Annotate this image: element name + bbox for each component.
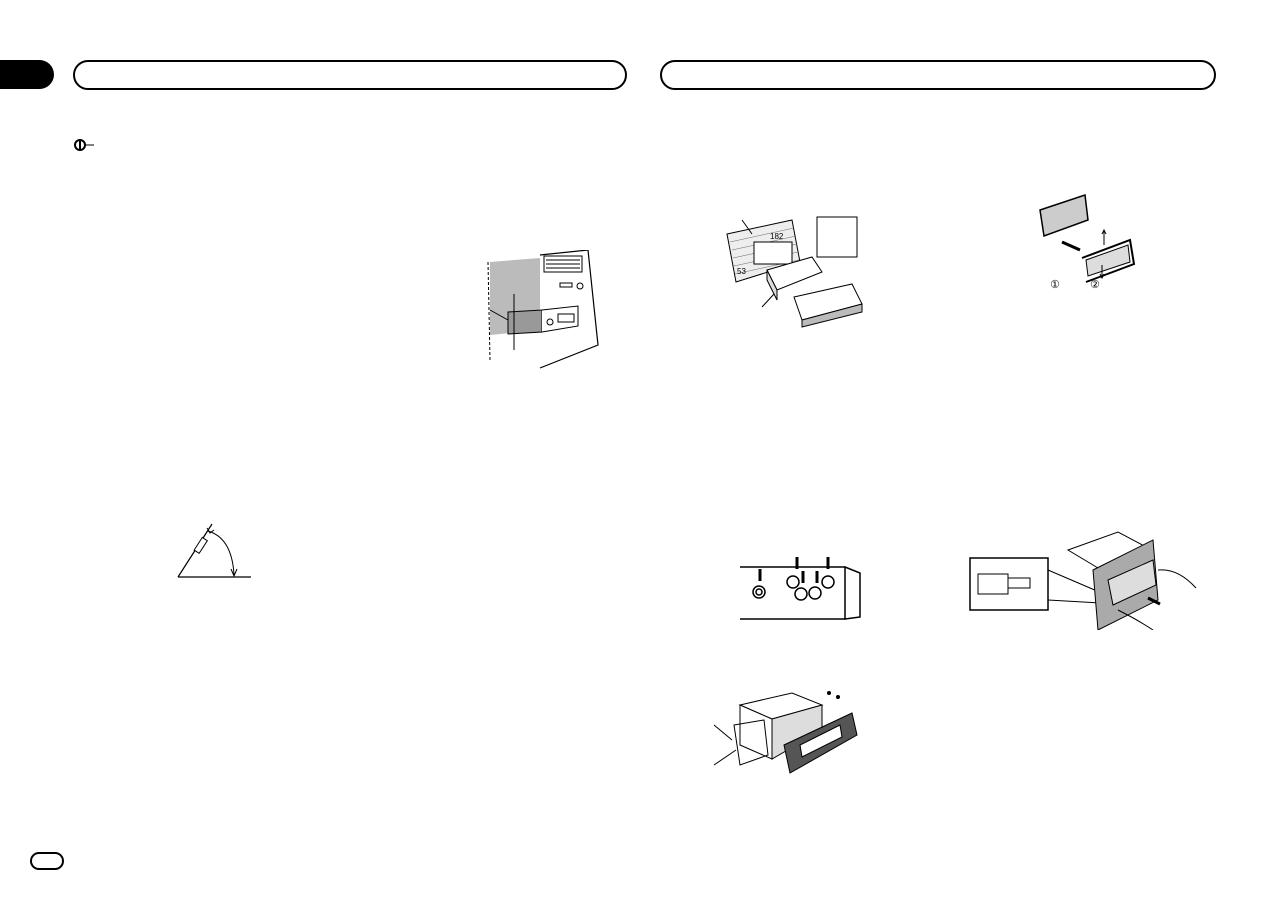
figure-din-sleeve: 182 53 — [722, 212, 882, 337]
label-1: ① — [1050, 278, 1060, 290]
page-number-badge — [30, 852, 64, 870]
right-page-header — [660, 60, 1216, 90]
figure-mounting-angle — [176, 520, 256, 580]
label-2: ② — [1090, 278, 1100, 290]
figure-screw-holes — [735, 555, 865, 625]
language-tab — [0, 60, 54, 89]
figure-dash-mounting — [480, 250, 605, 370]
left-page-header — [73, 60, 627, 90]
figure-trim-ring: ① ② — [1030, 190, 1140, 290]
figure-side-bracket — [712, 685, 862, 785]
figure-removal-keys — [968, 530, 1208, 630]
label-53: 53 — [737, 267, 746, 276]
right-header-title — [662, 62, 663, 63]
page-number — [32, 854, 33, 855]
left-header-title — [75, 62, 76, 63]
important-caution-icon — [73, 138, 95, 152]
label-182: 182 — [770, 232, 784, 241]
